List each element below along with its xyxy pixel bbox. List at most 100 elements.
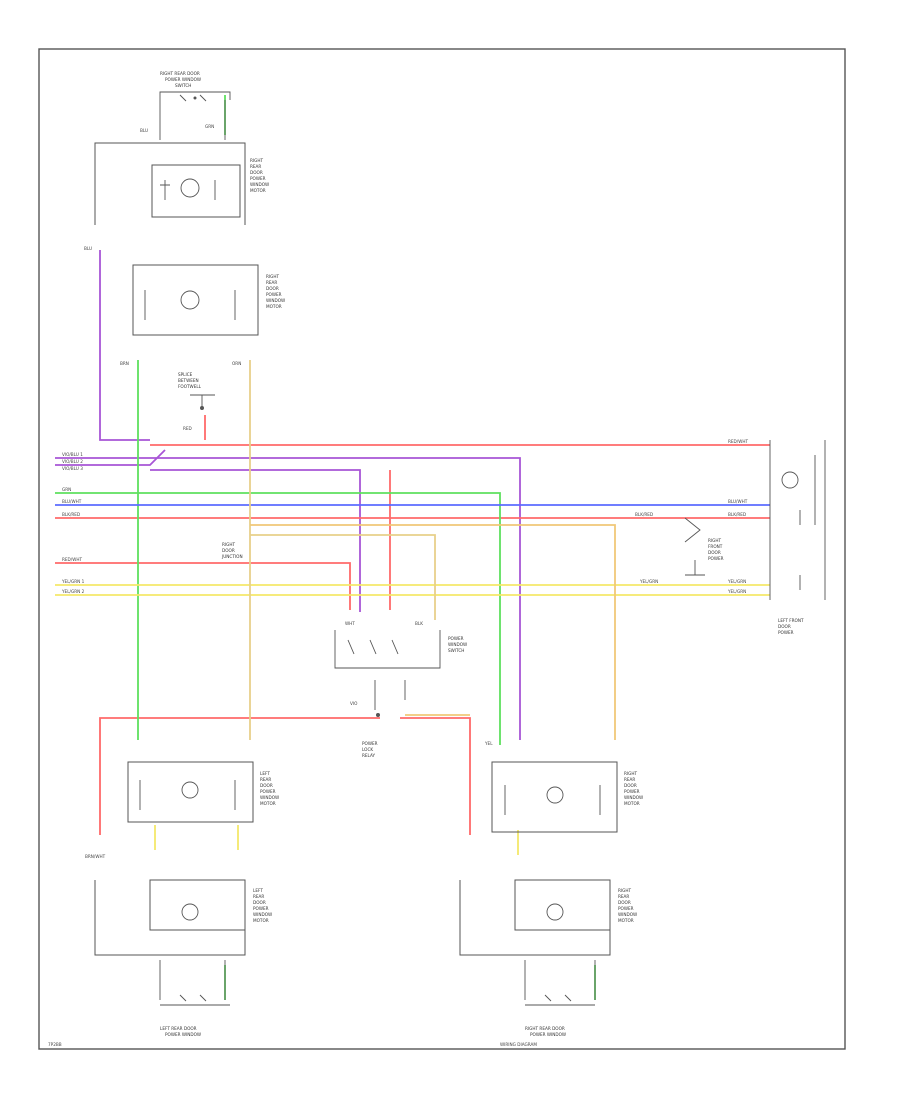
label-lr-motor1-2: DOOR [260,783,273,788]
label-rr-bottom-switch-0: RIGHT REAR DOOR [525,1026,565,1031]
wire-label-right-0: RED/WHT [728,439,748,444]
label-relay-2: RELAY [362,753,376,758]
label-rrl-motor2-2: DOOR [618,900,631,905]
label-lf-switch-2: POWER [778,630,794,635]
label-lr-switch-1: POWER WINDOW [165,1032,201,1037]
upper-outer-box [94,142,246,225]
wire-label-small-1: BLU [140,128,148,133]
label-lr-motor2-0: LEFT [253,888,263,893]
mid-right-relay [684,517,705,576]
wire-label-small-10: BRN/WHT [85,854,106,859]
label-pw-switch-0: POWER [448,636,464,641]
wire-label-left-4: BLU/WHT [62,499,82,504]
motor-box-2 [132,264,259,336]
component-labels: RIGHT REAR DOOR POWER WINDOW SWITCH RIGH… [160,71,804,1037]
wire-label-right-2: BLK/RED [728,512,746,517]
wire-label-small-3: GRN [205,124,214,129]
label-lr-motor2-5: MOTOR [253,918,269,923]
label-rrl-motor2-5: MOTOR [618,918,634,923]
label-rr-motor2-4: WINDOW [266,298,285,303]
label-relay-0: POWER [362,741,378,746]
label-rr-motor1-0: RIGHT [250,158,264,163]
wire-label-small-8: VIO [350,701,358,706]
splice-symbol [190,394,215,410]
label-pw-switch-1: WINDOW [448,642,467,647]
wire-label-left-1: VIO/BLU 2 [62,459,83,464]
lower-right-motor-b [459,879,611,956]
wire-label-left-7: YEL/GRN 1 [61,579,85,584]
lower-left-motor-a [127,761,254,823]
wire-label-left-5: BLK/RED [62,512,80,517]
wires [55,95,770,1000]
wire-label-left-8: YEL/GRN 2 [61,589,85,594]
label-rr-motor2-1: REAR [266,280,277,285]
label-splice-1: BETWEEN [178,378,199,383]
label-rrl-motor1-1: REAR [624,777,635,782]
label-relay-1: LOCK [362,747,373,752]
wire-label-right-3: YEL/GRN [727,579,746,584]
label-lf-switch-0: LEFT FRONT [778,618,804,623]
lower-right-switch [524,960,596,1006]
label-lr-switch-0: LEFT REAR DOOR [160,1026,197,1031]
wire-label-right-4: YEL/GRN [727,589,746,594]
wire-label-small-2: RED [183,426,192,431]
label-rrl-motor1-0: RIGHT [624,771,638,776]
lower-left-switch [159,960,230,1006]
diagram-frame [38,48,846,1050]
label-lr-motor1-5: MOTOR [260,801,276,806]
label-rrl-motor1-5: MOTOR [624,801,640,806]
label-lr-motor2-4: WINDOW [253,912,272,917]
label-rf-switch-0: RIGHT [708,538,722,543]
label-rr-motor1-1: REAR [250,164,261,169]
label-rr-motor1-2: DOOR [250,170,263,175]
label-splice-0: SPLICE [178,372,193,377]
top-window-switch [159,91,231,140]
wire-label-left-3: GRN [62,487,71,492]
lower-right-motor-a [491,761,618,833]
label-rrl-motor1-3: POWER [624,789,640,794]
label-lr-motor1-1: REAR [260,777,271,782]
label-rrl-motor2-3: POWER [618,906,634,911]
wire-labels: VIO/BLU 1 VIO/BLU 2 VIO/BLU 3 GRN BLU/WH… [61,124,748,859]
label-rr-motor1-4: WINDOW [250,182,269,187]
label-junction-1: DOOR [222,548,235,553]
label-rr-switch-1: POWER WINDOW [165,77,201,82]
label-rrl-motor2-1: REAR [618,894,629,899]
wire-label-small-7: BLK [415,621,423,626]
label-junction-2: JUNCTION [221,554,243,559]
footer-code-left: 7P2BB [48,1042,62,1047]
right-side-switch [769,440,826,600]
label-lr-motor1-0: LEFT [260,771,270,776]
label-pw-switch-2: SWITCH [448,648,464,653]
wire-label-left-2: VIO/BLU 3 [62,466,83,471]
label-rf-switch-3: POWER [708,556,724,561]
label-rr-motor2-5: MOTOR [266,304,282,309]
label-rrl-motor2-4: WINDOW [618,912,637,917]
wire-label-left-6: RED/WHT [62,557,82,562]
wire-label-small-9: YEL [484,741,493,746]
footer-code-right: WIRING DIAGRAM [500,1042,537,1047]
label-rrl-motor1-2: DOOR [624,783,637,788]
label-junction-0: RIGHT [222,542,236,547]
label-rr-bottom-switch-1: POWER WINDOW [530,1032,566,1037]
wire-label-small-4: BRN [120,361,129,366]
wire-label-small-0: BLU [84,246,92,251]
wire-label-small-5: ORN [232,361,241,366]
wire-label-mid-0: BLK/RED [635,512,653,517]
wire-label-right-1: BLU/WHT [728,499,748,504]
label-rr-motor1-3: POWER [250,176,266,181]
label-rrl-motor1-4: WINDOW [624,795,643,800]
center-switch [334,630,441,717]
label-rr-switch-0: RIGHT REAR DOOR [160,71,200,76]
label-rr-motor2-2: DOOR [266,286,279,291]
label-lr-motor2-2: DOOR [253,900,266,905]
label-rr-motor2-3: POWER [266,292,282,297]
label-rf-switch-1: FRONT [708,544,723,549]
label-rr-motor1-5: MOTOR [250,188,266,193]
label-rr-switch-2: SWITCH [175,83,191,88]
label-lr-motor1-3: POWER [260,789,276,794]
label-lr-motor1-4: WINDOW [260,795,279,800]
label-rrl-motor2-0: RIGHT [618,888,632,893]
lower-left-motor-b [94,879,246,956]
